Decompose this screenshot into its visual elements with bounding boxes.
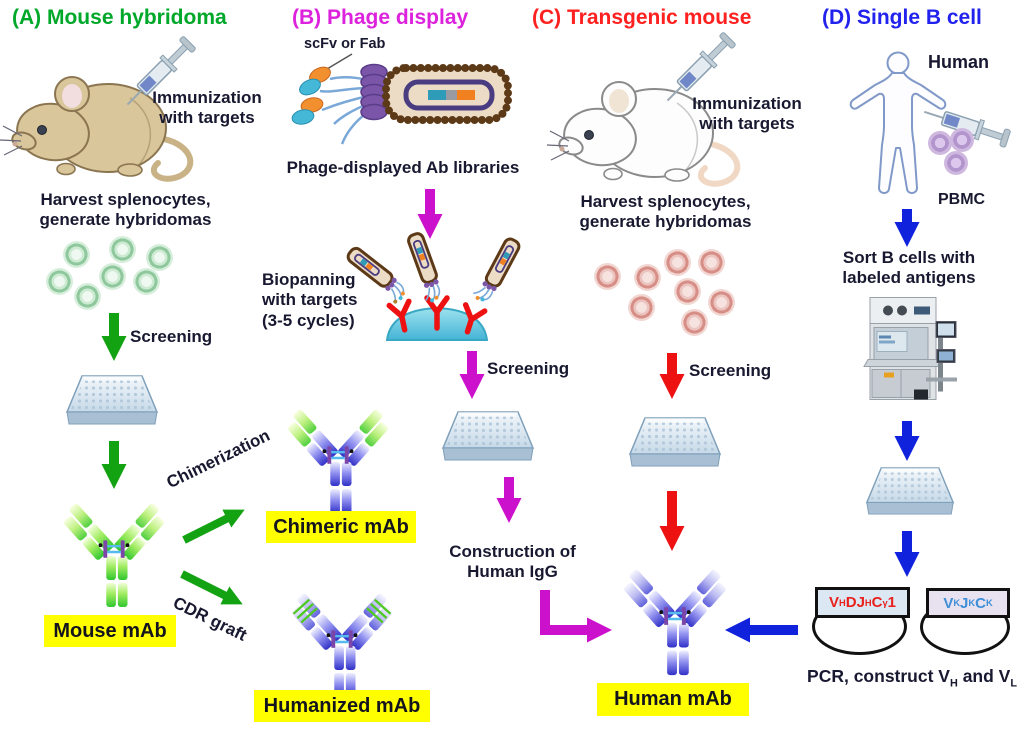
harvest-label-a: Harvest splenocytes, generate hybridomas bbox=[39, 190, 212, 230]
well-plate-icon bbox=[629, 417, 721, 467]
pbmc-label: PBMC bbox=[938, 191, 986, 208]
pbmc-cell bbox=[928, 131, 952, 155]
chimeric-mab-badge: Chimeric mAb bbox=[266, 511, 416, 543]
scfv-label: scFv or Fab bbox=[304, 36, 386, 52]
panel-b-title: (B) Phage display bbox=[292, 6, 469, 29]
hybridoma-cell bbox=[634, 264, 661, 291]
mouse-mab-badge: Mouse mAb bbox=[44, 615, 176, 647]
biopanning-label: Biopanning with targets (3-5 cycles) bbox=[262, 270, 358, 330]
hybridoma-cell bbox=[594, 263, 621, 290]
screening-label-c: Screening bbox=[689, 361, 772, 380]
pbmc-cell bbox=[944, 151, 968, 175]
arrow-d1 bbox=[894, 209, 920, 247]
arrow-d2 bbox=[894, 421, 920, 461]
screening-label-b: Screening bbox=[487, 359, 570, 378]
hybridoma-cell bbox=[133, 268, 160, 295]
chimerization-arrow bbox=[182, 509, 245, 544]
hybridoma-cell bbox=[681, 309, 708, 336]
panel-c-title: (C) Transgenic mouse bbox=[532, 6, 752, 29]
chimeric-mab-antibody-icon bbox=[282, 408, 394, 514]
hybridoma-cell bbox=[109, 236, 136, 263]
construction-label: Construction of Human IgG bbox=[449, 542, 576, 582]
immunization-label-c: Immunization with targets bbox=[692, 94, 802, 134]
hybridoma-cell bbox=[63, 241, 90, 268]
screening-label-a: Screening bbox=[130, 327, 213, 346]
cell-sorter-machine bbox=[863, 297, 957, 400]
phage-library-label: Phage-displayed Ab libraries bbox=[286, 158, 520, 177]
pcr-label: PCR, construct VH and VL bbox=[807, 666, 1017, 690]
mouse-mab-antibody-icon bbox=[58, 502, 170, 608]
human-figure-illustration bbox=[849, 51, 947, 194]
human-mab-badge: Human mAb bbox=[597, 683, 749, 716]
single-b-cell-to-human-mab-arrow bbox=[725, 617, 798, 643]
arrow-b1 bbox=[417, 189, 443, 239]
arrow-b3 bbox=[496, 477, 522, 523]
arrow-c2 bbox=[659, 491, 685, 551]
hybridoma-cell bbox=[46, 268, 73, 295]
humanized-mab-badge: Humanized mAb bbox=[254, 690, 430, 722]
well-plate-icon bbox=[442, 411, 534, 461]
hybridoma-cell bbox=[708, 289, 735, 316]
human-label: Human bbox=[928, 52, 990, 72]
panel-d-title: (D) Single B cell bbox=[822, 6, 982, 29]
screening-arrow-a bbox=[101, 313, 127, 361]
cdr-graft-arrow bbox=[180, 570, 243, 605]
immunization-label-a: Immunization with targets bbox=[152, 88, 262, 128]
hybridoma-cell bbox=[74, 283, 101, 310]
sort-b-cells-label: Sort B cells with labeled antigens bbox=[842, 248, 976, 288]
hybridoma-cell bbox=[674, 278, 701, 305]
humanized-mab-antibody-icon bbox=[286, 592, 398, 698]
harvest-label-c: Harvest splenocytes, generate hybridomas bbox=[579, 192, 752, 232]
hybridoma-cell bbox=[146, 244, 173, 271]
well-plate-icon bbox=[866, 467, 954, 515]
panel-a-title: (A) Mouse hybridoma bbox=[12, 6, 227, 29]
screening-arrow-c bbox=[659, 353, 685, 399]
hybridoma-cell bbox=[628, 294, 655, 321]
pbmc-cell bbox=[950, 128, 974, 152]
chimerization-label: Chimerization bbox=[163, 425, 273, 493]
hybridoma-cell bbox=[698, 249, 725, 276]
construction-elbow-arrow bbox=[540, 590, 612, 643]
hybridoma-cell bbox=[664, 249, 691, 276]
well-plate-icon bbox=[66, 375, 158, 425]
screening-arrow-b bbox=[459, 351, 485, 399]
arrow-a2 bbox=[101, 441, 127, 489]
biopanning-illustration bbox=[346, 232, 521, 341]
arrow-d3 bbox=[894, 531, 920, 577]
phage-illustration bbox=[291, 53, 512, 145]
hybridoma-cell bbox=[99, 263, 126, 290]
